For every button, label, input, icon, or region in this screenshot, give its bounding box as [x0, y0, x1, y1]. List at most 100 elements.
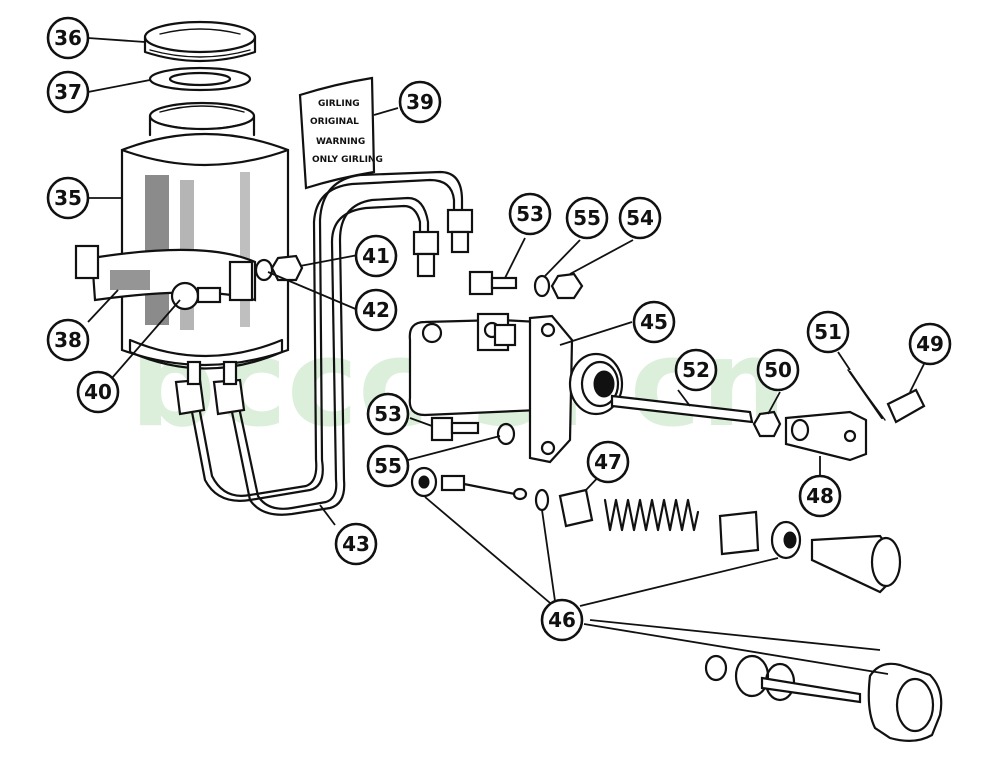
- decal-line-3: WARNING: [316, 137, 365, 147]
- callout-number: 49: [916, 332, 944, 356]
- clevis: [784, 410, 868, 462]
- return-spring: [603, 498, 700, 532]
- reservoir-seal: [148, 66, 252, 92]
- callout-circle: [540, 598, 584, 642]
- callout-number: 39: [406, 90, 434, 114]
- decal-line-4: ONLY GIRLING: [312, 155, 383, 165]
- reservoir-strap: [74, 244, 257, 302]
- callout-c41: 41: [354, 234, 398, 278]
- lower-washer: [496, 422, 516, 446]
- callout-number: 43: [342, 532, 370, 556]
- callout-circle: [354, 234, 398, 278]
- main-cup-seal: [770, 520, 802, 560]
- callout-circle: [508, 192, 552, 236]
- callout-number: 47: [594, 450, 622, 474]
- callout-number: 50: [764, 358, 792, 382]
- callout-circle: [806, 310, 850, 354]
- callout-c39: 39: [398, 80, 442, 124]
- callout-circle: [334, 522, 378, 566]
- callout-c36: 36: [46, 16, 90, 60]
- callout-c43: 43: [334, 522, 378, 566]
- warning-decal: GIRLING ORIGINAL WARNING ONLY GIRLING: [298, 76, 383, 190]
- callout-circle: [398, 80, 442, 124]
- callout-c53a: 53: [508, 192, 552, 236]
- leader-lines: [87, 37, 926, 675]
- reservoir-cap: [143, 20, 257, 63]
- callout-c38: 38: [46, 318, 90, 362]
- callout-c49: 49: [908, 322, 952, 366]
- piston: [810, 534, 902, 594]
- callout-number: 36: [54, 26, 82, 50]
- spring-cup: [718, 510, 760, 556]
- callout-number: 51: [814, 320, 842, 344]
- master-cylinder-body: [408, 312, 624, 464]
- valve-seal: [410, 466, 438, 498]
- callout-number: 42: [362, 298, 390, 322]
- callout-number: 52: [682, 358, 710, 382]
- callout-number: 38: [54, 328, 82, 352]
- callout-circle: [908, 322, 952, 366]
- callout-c47: 47: [586, 440, 630, 484]
- callout-circle: [46, 318, 90, 362]
- callout-c51: 51: [806, 310, 850, 354]
- callout-c55b: 55: [366, 444, 410, 488]
- callout-number: 35: [54, 186, 82, 210]
- fluid-pipes: [190, 170, 474, 516]
- push-rod-nut: [752, 410, 782, 438]
- top-washer: [533, 274, 551, 298]
- callout-number: 53: [516, 202, 544, 226]
- callout-number: 46: [548, 608, 576, 632]
- callout-c37: 37: [46, 70, 90, 114]
- callout-circle: [674, 348, 718, 392]
- callout-c42: 42: [354, 288, 398, 332]
- callout-c45: 45: [632, 300, 676, 344]
- decal-line-2: ORIGINAL: [310, 117, 359, 127]
- callout-number: 54: [626, 206, 654, 230]
- callout-c52: 52: [674, 348, 718, 392]
- callout-c48: 48: [798, 474, 842, 518]
- callout-c46: 46: [540, 598, 584, 642]
- callout-circle: [366, 392, 410, 436]
- callout-number: 41: [362, 244, 390, 268]
- valve-stem: [440, 474, 528, 501]
- callout-c35: 35: [46, 176, 90, 220]
- callout-c50: 50: [756, 348, 800, 392]
- callout-circle: [46, 16, 90, 60]
- strap-nut: [270, 254, 304, 282]
- decal-line-1: GIRLING: [318, 99, 360, 109]
- clevis-pin-head: [886, 388, 926, 424]
- callout-number: 55: [374, 454, 402, 478]
- callout-number: 48: [806, 484, 834, 508]
- callout-circle: [756, 348, 800, 392]
- callout-c40: 40: [76, 370, 120, 414]
- top-bolt: [468, 270, 518, 296]
- top-nut: [550, 272, 584, 300]
- callout-circle: [586, 440, 630, 484]
- callout-number: 55: [573, 206, 601, 230]
- dust-boot: [867, 662, 943, 742]
- callout-c54: 54: [618, 196, 662, 240]
- callout-number: 45: [640, 310, 668, 334]
- callout-circle: [618, 196, 662, 240]
- callout-circle: [798, 474, 842, 518]
- callout-layer: 36 37 35 38 40 39 41 42 43 53 55 54 45 52 50 51 49 48 53 55…: [46, 16, 952, 642]
- push-rod: [610, 394, 754, 424]
- callout-circle: [632, 300, 676, 344]
- reservoir-outlets: [174, 360, 246, 416]
- callout-number: 37: [54, 80, 82, 104]
- reservoir-neck: [148, 101, 256, 137]
- spring-retainer: [558, 488, 594, 528]
- callout-c53b: 53: [366, 392, 410, 436]
- callout-number: 53: [374, 402, 402, 426]
- callout-c55a: 55: [565, 196, 609, 240]
- callout-circle: [76, 370, 120, 414]
- callout-number: 40: [84, 380, 112, 404]
- callout-circle: [46, 176, 90, 220]
- callout-circle: [46, 70, 90, 114]
- callout-circle: [366, 444, 410, 488]
- lower-bolt: [430, 416, 480, 442]
- spring-washer: [534, 488, 550, 512]
- callout-circle: [565, 196, 609, 240]
